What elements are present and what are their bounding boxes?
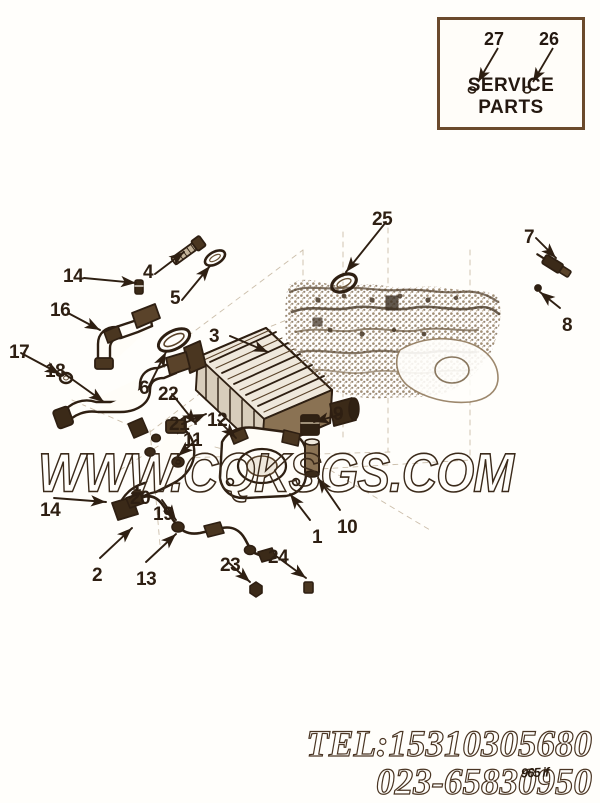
callout-tube-connector: 16 bbox=[50, 300, 71, 321]
callout-temperature-sensor: 7 bbox=[524, 227, 535, 248]
callout-connector-fitting: 20 bbox=[130, 488, 151, 509]
callout-tube-clip: 19 bbox=[153, 504, 174, 525]
callout-cooler-gasket: 6 bbox=[139, 378, 150, 399]
callout-sealing-washer: 17 bbox=[9, 342, 30, 363]
callout-egr-valve-body: 12 bbox=[207, 410, 228, 431]
phone-line-1: TEL:15310305680 bbox=[306, 724, 593, 765]
callout-mounting-bolt: 11 bbox=[183, 430, 203, 451]
service-parts-artwork bbox=[467, 47, 554, 94]
stamp-code: 965 if bbox=[520, 764, 549, 781]
callout-spacer-sleeve: 10 bbox=[337, 517, 358, 538]
service-parts-box: 27 26 SERVICE PARTS bbox=[437, 17, 585, 130]
callout-clamp-lower: 14 bbox=[40, 500, 61, 521]
callout-hex-nut: 23 bbox=[220, 555, 241, 576]
callout-o-ring-seal: 25 bbox=[372, 209, 393, 230]
service-part-number-26: 26 bbox=[539, 29, 560, 49]
contact-phone-block: TEL:15310305680 023-65830950 bbox=[300, 724, 593, 803]
callout-plug-screw: 8 bbox=[562, 315, 573, 336]
callout-hose-clamp: 18 bbox=[45, 361, 66, 382]
callout-egr-cooler: 3 bbox=[209, 326, 220, 347]
phone-line-2: 023-65830950 bbox=[376, 761, 593, 803]
callout-coolant-tube: 2 bbox=[92, 565, 103, 586]
callout-bracket-screw: 21 bbox=[169, 414, 190, 435]
service-parts-label: SERVICE PARTS bbox=[467, 75, 555, 118]
callout-clamp-upper: 14 bbox=[63, 266, 84, 287]
callout-capscrew: 4 bbox=[143, 262, 154, 283]
service-part-number-27: 27 bbox=[484, 29, 505, 49]
callout-stud-bolt: 22 bbox=[158, 384, 179, 405]
callout-washer: 24 bbox=[268, 547, 289, 568]
callout-egr-valve-assembly: 1 bbox=[312, 527, 323, 548]
callout-o-ring: 5 bbox=[170, 288, 181, 309]
callout-tube-bracket: 13 bbox=[136, 569, 157, 590]
callout-actuator-bracket: 9 bbox=[333, 404, 344, 425]
